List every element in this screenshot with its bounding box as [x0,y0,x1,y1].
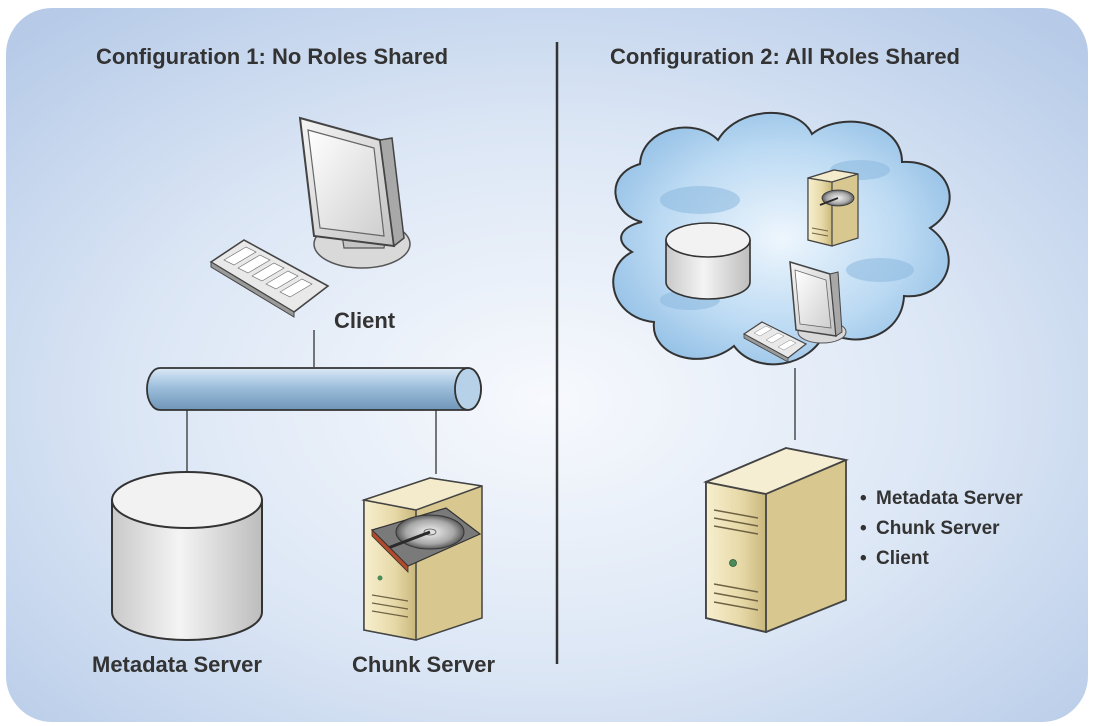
computer-monitor-icon [298,116,411,269]
keyboard-icon [209,239,330,318]
network-bus-icon [146,367,482,411]
cloud-client-monitor-icon [789,260,847,344]
cloud-icon [612,112,951,366]
metadata-server-label: Metadata Server [92,652,262,677]
config1-title: Configuration 1: No Roles Shared [96,44,449,69]
server-tower-with-hard-disk-icon [361,477,483,641]
cloud-server-icon [807,169,859,247]
role-item-metadata-server: Metadata Server [860,484,1023,514]
client-label: Client [334,308,396,333]
cloud-keyboard-icon [742,321,808,363]
cloud-database-icon [665,222,751,300]
role-item-chunk-server: Chunk Server [860,514,1023,544]
database-cylinder-icon [111,471,263,641]
config2-title: Configuration 2: All Roles Shared [610,44,960,69]
shared-roles-list: Metadata Server Chunk Server Client [860,484,1023,574]
network-links [186,330,437,474]
chunk-server-label: Chunk Server [352,652,496,677]
combined-server-tower-icon [702,447,850,634]
role-item-client: Client [860,544,1023,574]
